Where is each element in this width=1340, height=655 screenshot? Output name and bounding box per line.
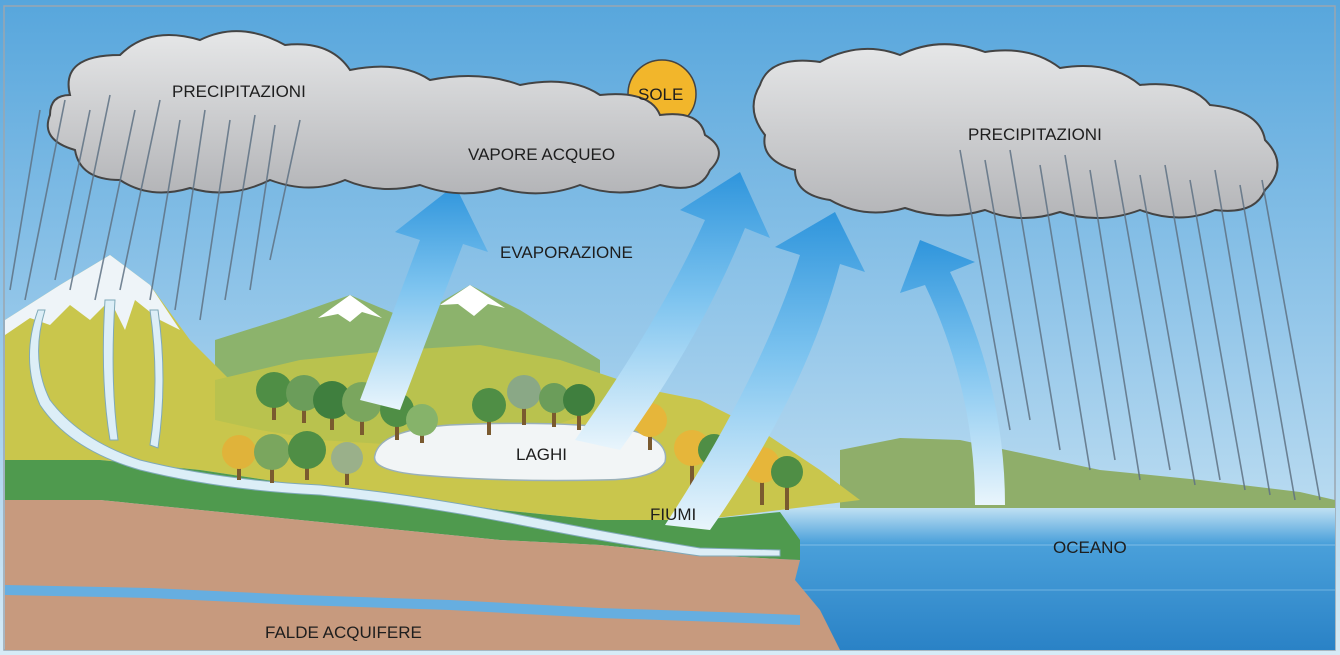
ocean [780,508,1335,650]
label-evaporazione: EVAPORAZIONE [500,243,633,262]
label-precipitazioni-right: PRECIPITAZIONI [968,125,1102,144]
label-vapore-acqueo: VAPORE ACQUEO [468,145,615,164]
label-falde-acquifere: FALDE ACQUIFERE [265,623,422,642]
label-sole: SOLE [638,85,683,104]
label-fiumi: FIUMI [650,505,696,524]
label-precipitazioni-left: PRECIPITAZIONI [172,82,306,101]
label-laghi: LAGHI [516,445,567,464]
label-oceano: OCEANO [1053,538,1127,557]
